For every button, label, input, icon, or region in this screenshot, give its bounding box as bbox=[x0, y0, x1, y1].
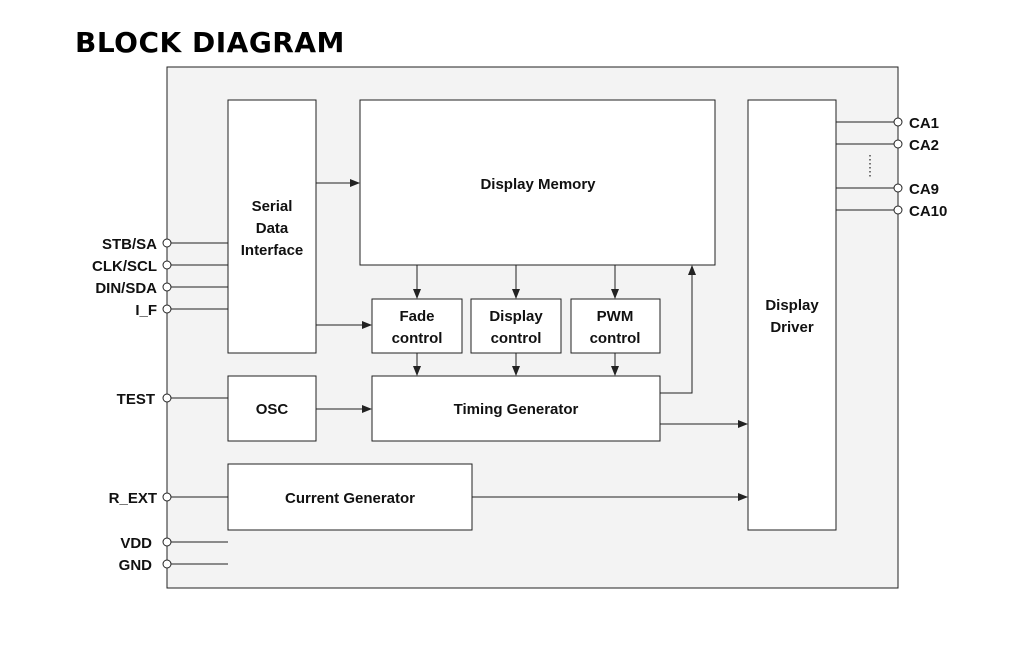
pin-label-ca2: CA2 bbox=[909, 137, 939, 154]
pin-ca10 bbox=[893, 205, 903, 215]
fade-control-block: Fade control bbox=[371, 298, 463, 354]
pin-clk-scl bbox=[162, 260, 172, 270]
osc-label: OSC bbox=[256, 401, 289, 418]
pin-ca9 bbox=[893, 183, 903, 193]
internal-connections bbox=[316, 179, 748, 501]
pin-test bbox=[162, 393, 172, 403]
diagram-title: BLOCK DIAGRAM bbox=[75, 26, 345, 59]
fade-control-line2: control bbox=[392, 330, 443, 347]
pwm-control-block: PWM control bbox=[570, 298, 661, 354]
pin-label-ca10: CA10 bbox=[909, 203, 947, 220]
serial-data-interface-line2: Data bbox=[256, 220, 289, 237]
right-pins: CA1 CA2 CA9 CA10 bbox=[836, 115, 947, 220]
serial-data-interface-line1: Serial bbox=[252, 198, 293, 215]
pin-stb-sa bbox=[162, 238, 172, 248]
display-memory-label: Display Memory bbox=[480, 176, 596, 193]
pin-label-r-ext: R_EXT bbox=[109, 490, 157, 507]
display-driver-block: Display Driver bbox=[747, 99, 837, 531]
pin-din-sda bbox=[162, 282, 172, 292]
pin-i-f bbox=[162, 304, 172, 314]
pin-label-ca1: CA1 bbox=[909, 115, 939, 132]
pin-label-clk-scl: CLK/SCL bbox=[92, 258, 157, 275]
timing-generator-block: Timing Generator bbox=[371, 375, 661, 442]
pin-ca2 bbox=[893, 139, 903, 149]
serial-data-interface-block: Serial Data Interface bbox=[227, 99, 317, 354]
pin-gnd bbox=[162, 559, 172, 569]
pin-label-stb-sa: STB/SA bbox=[102, 236, 157, 253]
display-control-block: Display control bbox=[470, 298, 562, 354]
pin-ca1 bbox=[893, 117, 903, 127]
pin-label-ca9: CA9 bbox=[909, 181, 939, 198]
pin-label-gnd: GND bbox=[119, 557, 153, 574]
display-driver-line2: Driver bbox=[770, 319, 814, 336]
timing-generator-label: Timing Generator bbox=[454, 401, 579, 418]
current-generator-label: Current Generator bbox=[285, 490, 415, 507]
display-driver-line1: Display bbox=[765, 297, 819, 314]
pwm-control-line2: control bbox=[590, 330, 641, 347]
left-pins: STB/SA CLK/SCL DIN/SDA I_F TEST R_EXT VD… bbox=[92, 236, 228, 574]
pin-label-i-f: I_F bbox=[135, 302, 157, 319]
current-generator-block: Current Generator bbox=[227, 463, 473, 531]
display-memory-block: Display Memory bbox=[359, 99, 716, 266]
pin-label-din-sda: DIN/SDA bbox=[95, 280, 157, 297]
display-control-line1: Display bbox=[489, 308, 543, 325]
pwm-control-line1: PWM bbox=[597, 308, 634, 325]
osc-block: OSC bbox=[227, 375, 317, 442]
serial-data-interface-line3: Interface bbox=[241, 242, 304, 259]
pin-r-ext bbox=[162, 492, 172, 502]
fade-control-line1: Fade bbox=[399, 308, 434, 325]
display-control-line2: control bbox=[491, 330, 542, 347]
pin-label-vdd: VDD bbox=[120, 535, 152, 552]
timing-to-memory-arrow bbox=[660, 265, 696, 394]
pin-label-test: TEST bbox=[117, 391, 155, 408]
pin-vdd bbox=[162, 537, 172, 547]
